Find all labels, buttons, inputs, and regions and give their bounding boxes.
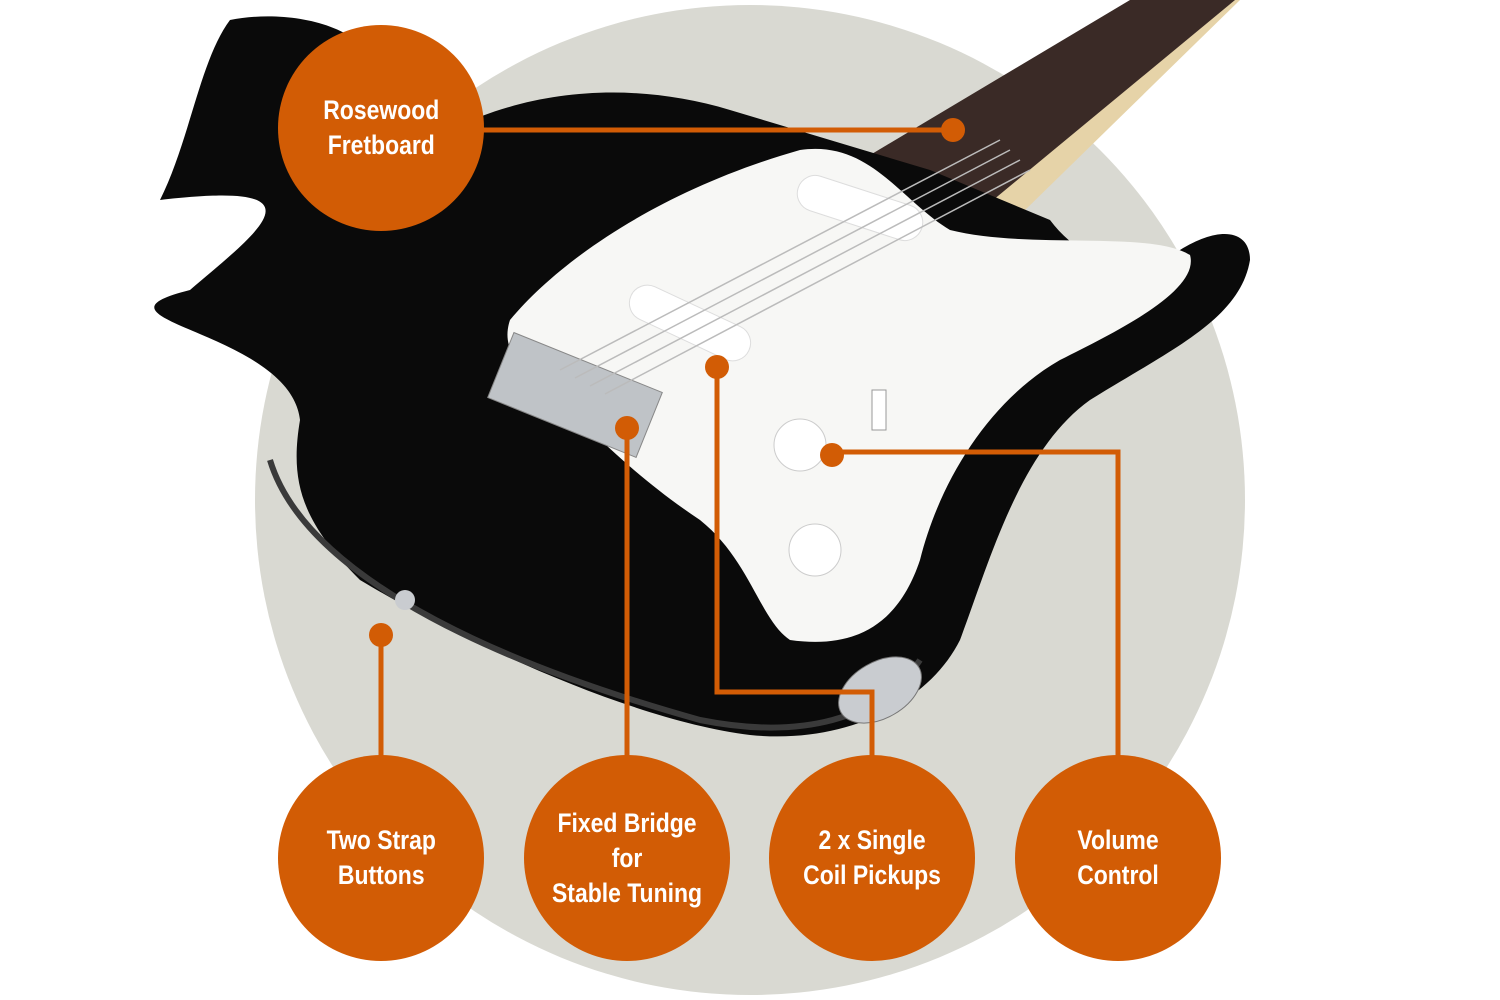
leader-pickups <box>714 367 875 760</box>
strings <box>559 139 1031 395</box>
leader-dots <box>369 118 965 647</box>
strap-button <box>395 590 415 610</box>
bridge-pickup <box>628 284 752 362</box>
callout-volume-control: Volume Control <box>1015 755 1221 961</box>
callout-label: Rosewood Fretboard <box>322 95 440 160</box>
leader-volume <box>832 449 1121 760</box>
leader-lines <box>378 127 1121 760</box>
callout-label: Two Strap Buttons <box>326 825 436 890</box>
pickup-switch <box>871 389 887 431</box>
callout-label: Volume Control <box>1077 825 1159 890</box>
pickguard <box>507 148 1191 642</box>
output-jack <box>838 656 922 724</box>
callout-rosewood-fretboard: Rosewood Fretboard <box>278 25 484 231</box>
callout-label: 2 x Single Coil Pickups <box>803 825 941 890</box>
callout-two-strap-buttons: Two Strap Buttons <box>278 755 484 961</box>
callout-label: Fixed Bridge for Stable Tuning <box>551 807 703 908</box>
tone-knob <box>788 523 842 577</box>
callout-fixed-bridge: Fixed Bridge for Stable Tuning <box>524 755 730 961</box>
callout-single-coil-pickups: 2 x Single Coil Pickups <box>769 755 975 961</box>
volume-knob <box>773 418 827 472</box>
fretboard <box>845 0 1235 215</box>
neck-pickup <box>796 174 924 242</box>
